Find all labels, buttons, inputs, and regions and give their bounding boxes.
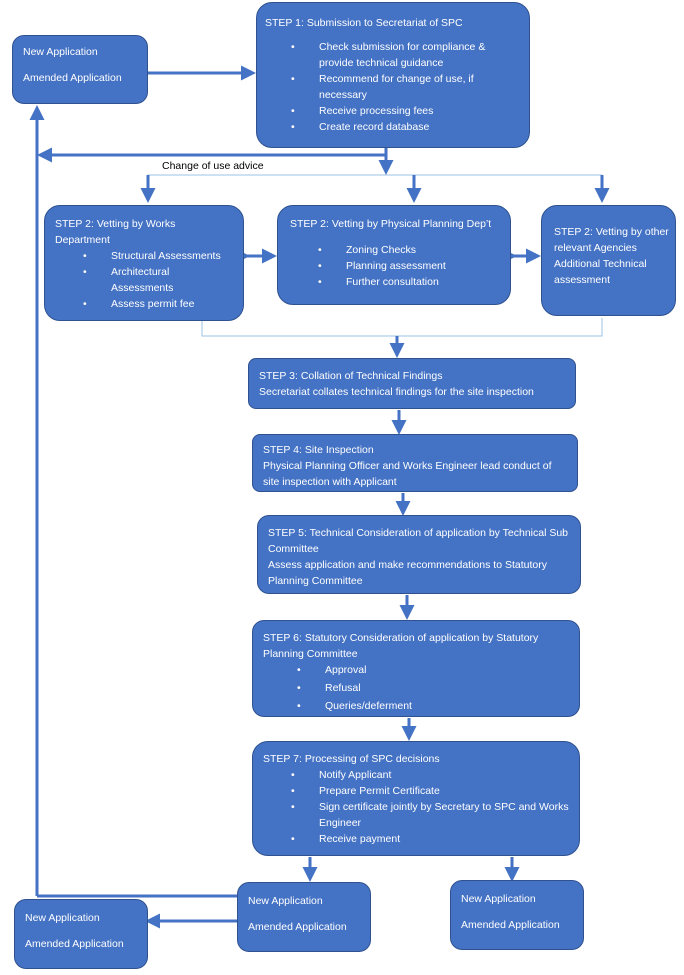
amended-application-label: Amended Application [248,921,347,933]
amended-application-label: Amended Application [25,938,124,950]
change-of-use-label: Change of use advice [162,160,264,172]
step3-detail: Secretariat collates technical findings … [259,386,534,398]
step7-box: STEP 7: Processing of SPC decisions Noti… [252,741,580,856]
step2-other-box: STEP 2: Vetting by other relevant Agenci… [541,205,676,316]
step7-title: STEP 7: Processing of SPC decisions [263,753,440,765]
step2-works-item: Assess permit fee [83,296,233,312]
step2-other-title: STEP 2: Vetting by other relevant Agenci… [554,226,669,254]
step4-detail: Physical Planning Officer and Works Engi… [263,460,552,488]
step6-item: Approval [297,662,569,678]
step7-item: Notify Applicant [291,767,569,783]
new-application-label: New Application [23,46,98,58]
new-application-box-bottom-left: New Application Amended Application [14,899,148,969]
new-application-box-top: New Application Amended Application [12,35,148,104]
step1-list: Check submission for compliance & provid… [291,39,519,135]
step1-item: Create record database [291,119,519,135]
step5-detail: Assess application and make recommendati… [268,559,547,587]
step2-ppd-item: Further consultation [318,274,500,290]
step2-works-list: Structural Assessments Architectural Ass… [83,248,233,312]
step2-other-detail: Additional Technical assessment [554,258,647,286]
step4-title: STEP 4: Site Inspection [263,444,374,456]
new-application-box-bottom-mid: New Application Amended Application [237,882,371,952]
step5-title: STEP 5: Technical Consideration of appli… [268,527,569,555]
new-application-label: New Application [461,893,536,905]
step2-ppd-item: Zoning Checks [318,242,500,258]
step3-title: STEP 3: Collation of Technical Findings [259,370,443,382]
step2-ppd-title: STEP 2: Vetting by Physical Planning Dep… [290,218,492,230]
step6-item: Refusal [297,680,569,696]
step6-list: Approval Refusal Queries/deferment [297,662,569,714]
step1-box: STEP 1: Submission to Secretariat of SPC… [256,2,530,148]
step6-item: Queries/deferment [297,698,569,714]
collection-line [201,318,603,337]
step1-title: STEP 1: Submission to Secretariat of SPC [265,17,463,29]
step7-item: Prepare Permit Certificate [291,783,569,799]
step2-works-box: STEP 2: Vetting by Works Department Stru… [44,205,244,321]
step7-item: Receive payment [291,831,569,847]
step6-box: STEP 6: Statutory Consideration of appli… [252,620,580,717]
step5-box: STEP 5: Technical Consideration of appli… [257,515,581,594]
amended-application-label: Amended Application [461,919,560,931]
step7-list: Notify Applicant Prepare Permit Certific… [291,767,569,847]
step2-ppd-item: Planning assessment [318,258,500,274]
step2-works-title: STEP 2: Vetting by Works Department [55,218,176,246]
new-application-label: New Application [248,895,323,907]
step3-box: STEP 3: Collation of Technical Findings … [248,358,576,409]
step2-works-item: Architectural Assessments [83,264,233,296]
amended-application-label: Amended Application [23,72,122,84]
step1-item: Check submission for compliance & provid… [291,39,519,71]
step6-title: STEP 6: Statutory Consideration of appli… [263,632,539,660]
new-application-label: New Application [25,912,100,924]
step4-box: STEP 4: Site Inspection Physical Plannin… [252,434,578,492]
step1-item: Recommend for change of use, if necessar… [291,71,519,103]
new-application-box-bottom-right: New Application Amended Application [450,880,584,950]
step2-works-item: Structural Assessments [83,248,233,264]
step2-ppd-list: Zoning Checks Planning assessment Furthe… [318,242,500,290]
step2-ppd-box: STEP 2: Vetting by Physical Planning Dep… [277,205,511,305]
step1-item: Receive processing fees [291,103,519,119]
step7-item: Sign certificate jointly by Secretary to… [291,799,569,831]
